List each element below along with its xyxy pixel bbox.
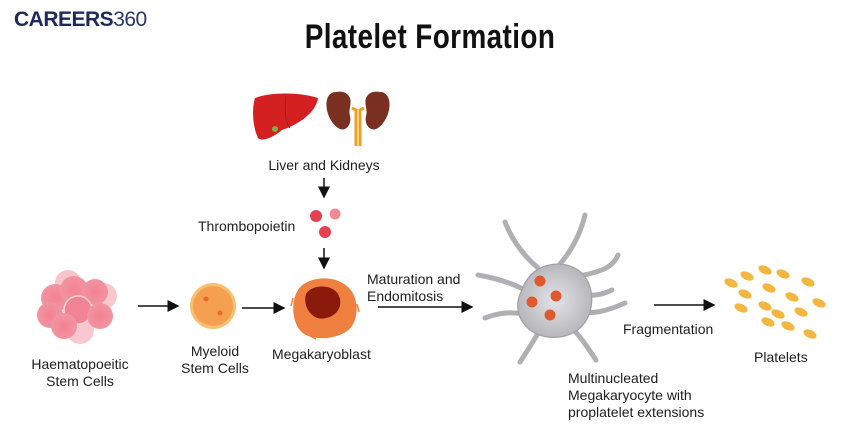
myeloid-stem-cell-icon (190, 283, 236, 329)
label-platelets: Platelets (754, 349, 808, 365)
thrombopoietin-molecules-icon (310, 208, 341, 238)
logo-number: 360 (113, 8, 147, 31)
liver-icon (253, 93, 318, 140)
label-megakaryoblast: Megakaryoblast (272, 346, 371, 362)
page-title: Platelet Formation (304, 18, 556, 56)
label-megakaryocyte-line2: Megakaryocyte with (568, 387, 692, 403)
kidneys-icon (326, 91, 390, 146)
label-myeloid: Myeloid Stem Cells (160, 343, 270, 377)
label-maturation-line2: Endomitosis (367, 288, 444, 304)
logo-brand: CAREERS (14, 8, 114, 31)
label-hsc-line2: Stem Cells (46, 373, 114, 389)
label-liver-kidneys: Liver and Kidneys (268, 157, 380, 173)
megakaryoblast-icon (290, 278, 360, 340)
hematopoietic-stem-cells-icon (37, 270, 117, 344)
platelets-icon (724, 265, 826, 339)
label-thrombopoietin: Thrombopoietin (198, 218, 296, 234)
label-maturation-line1: Maturation and (367, 271, 461, 287)
label-megakaryocyte: Multinucleated Megakaryocyte with propla… (568, 370, 704, 421)
megakaryocyte-nuclei-icon (526, 275, 562, 321)
careers360-logo: CAREERS360 (14, 8, 147, 32)
label-megakaryocyte-line1: Multinucleated (568, 370, 659, 386)
label-maturation: Maturation and Endomitosis (367, 271, 460, 305)
label-hsc: Haematopoeitic Stem Cells (10, 356, 150, 390)
label-megakaryocyte-line3: proplatelet extensions (568, 404, 705, 420)
label-myeloid-line1: Myeloid (190, 343, 240, 359)
label-fragmentation: Fragmentation (623, 321, 714, 337)
label-myeloid-line2: Stem Cells (181, 360, 249, 376)
megakaryocyte-icon (475, 212, 628, 365)
label-hsc-line1: Haematopoeitic (31, 356, 129, 372)
